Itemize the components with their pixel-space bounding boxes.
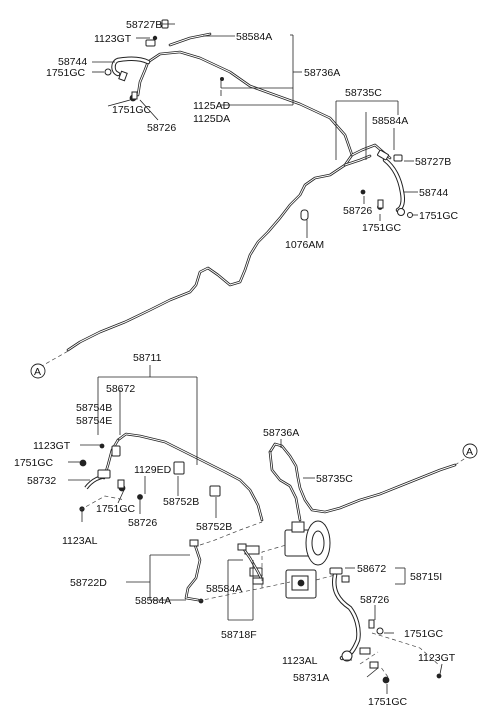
marker-a-left bbox=[30, 349, 71, 379]
label-A-right: A bbox=[466, 446, 473, 458]
hose-58722d bbox=[184, 539, 264, 604]
label-58726-bottom: 58726 bbox=[360, 594, 389, 606]
upper-brake-pipe bbox=[66, 32, 392, 352]
label-1751GC-right1: 1751GC bbox=[419, 210, 459, 222]
label-1123GT-top: 1123GT bbox=[94, 33, 132, 45]
dashed-guides bbox=[79, 454, 471, 678]
label-1123AL-mid: 1123AL bbox=[62, 535, 98, 547]
label-1129ED: 1129ED bbox=[134, 464, 172, 476]
label-58732: 58732 bbox=[27, 475, 56, 487]
hose-58744-top bbox=[104, 19, 169, 102]
hose-58744-right bbox=[219, 77, 413, 221]
label-1123GT-mid: 1123GT bbox=[33, 440, 71, 452]
label-1751GC-mid1: 1751GC bbox=[14, 457, 54, 469]
label-58736A-top: 58736A bbox=[304, 67, 340, 79]
label-58754B: 58754B bbox=[76, 402, 112, 414]
label-58752B-1: 58752B bbox=[163, 496, 199, 508]
master-cylinder bbox=[244, 520, 331, 599]
label-58718F: 58718F bbox=[221, 629, 257, 641]
label-58754E: 58754E bbox=[76, 415, 112, 427]
label-1123GT-bottom: 1123GT bbox=[418, 652, 456, 664]
label-1751GC-bottom2: 1751GC bbox=[368, 696, 408, 708]
label-1125DA: 1125DA bbox=[193, 113, 230, 125]
label-58735C-top: 58735C bbox=[345, 87, 382, 99]
marker-a-right bbox=[462, 443, 478, 459]
lower-leaders bbox=[68, 365, 443, 694]
upper-leaders bbox=[92, 23, 418, 238]
label-58752B-2: 58752B bbox=[196, 521, 232, 533]
label-58726-top: 58726 bbox=[147, 122, 176, 134]
label-1751GC-bottom1: 1751GC bbox=[404, 628, 444, 640]
label-58584A-right: 58584A bbox=[372, 115, 408, 127]
label-58731A: 58731A bbox=[293, 672, 329, 684]
lower-pipes bbox=[102, 432, 457, 522]
label-58735C-mid: 58735C bbox=[316, 473, 353, 485]
callout-labels: 58727B 1123GT 58584A 58744 1751GC 58736A… bbox=[14, 19, 473, 708]
label-1751GC-top2: 1751GC bbox=[112, 104, 152, 116]
label-58736A-mid: 58736A bbox=[263, 427, 299, 439]
hose-58715i bbox=[329, 567, 442, 684]
label-1123AL-bottom: 1123AL bbox=[282, 655, 318, 667]
label-1125AD: 1125AD bbox=[193, 100, 231, 112]
label-58711: 58711 bbox=[133, 352, 162, 364]
label-1751GC-top1: 1751GC bbox=[46, 67, 86, 79]
label-58672-bottom: 58672 bbox=[357, 563, 386, 575]
label-58715I: 58715I bbox=[410, 571, 442, 583]
label-1751GC-mid2: 1751GC bbox=[96, 503, 136, 515]
label-58744-right: 58744 bbox=[419, 187, 448, 199]
label-1076AM: 1076AM bbox=[285, 239, 324, 251]
lower-left-parts bbox=[79, 443, 221, 522]
label-58726-right: 58726 bbox=[343, 205, 372, 217]
label-1751GC-right2: 1751GC bbox=[362, 222, 402, 234]
label-58727B-right: 58727B bbox=[415, 156, 451, 168]
label-58726-mid: 58726 bbox=[128, 517, 157, 529]
label-58722D: 58722D bbox=[70, 577, 107, 589]
label-58584A-mid2: 58584A bbox=[206, 583, 242, 595]
label-58744-top: 58744 bbox=[58, 56, 87, 68]
label-58672-mid: 58672 bbox=[106, 383, 135, 395]
label-58727B-top: 58727B bbox=[126, 19, 162, 31]
label-58584A-mid1: 58584A bbox=[135, 595, 171, 607]
label-58584A-top: 58584A bbox=[236, 31, 272, 43]
label-A-left: A bbox=[34, 366, 41, 378]
